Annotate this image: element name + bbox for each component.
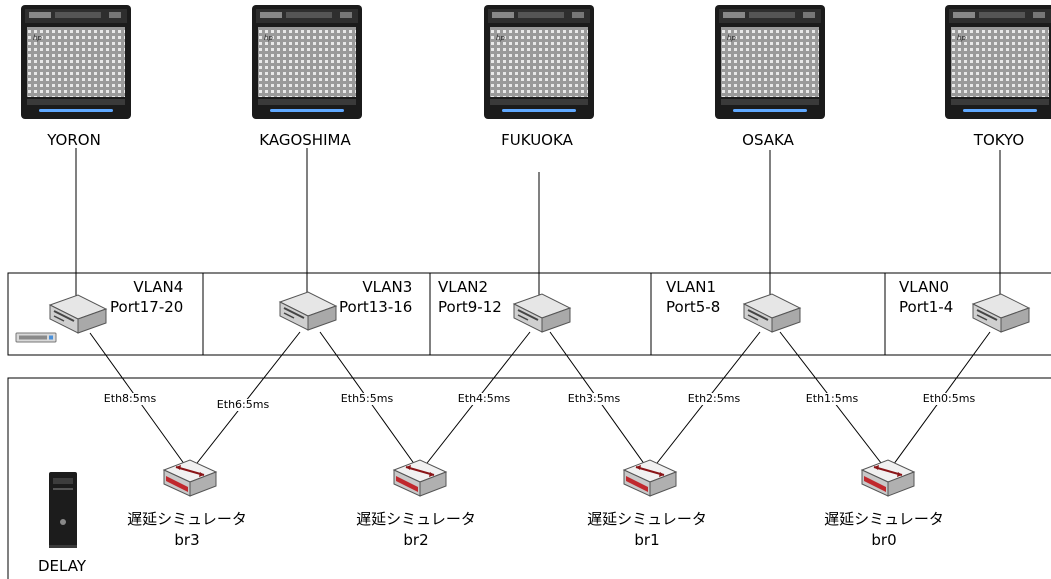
rack-switch-icon	[15, 332, 57, 343]
server-icon	[21, 5, 131, 119]
bridge-icon	[393, 459, 447, 497]
vlan-label-3: VLAN3 Port13-16	[339, 277, 412, 317]
vlan-name: VLAN4	[133, 278, 184, 296]
vlan-ports: Port17-20	[110, 298, 184, 316]
delay-simulator-label-br0: 遅延シミュレータ br0	[824, 509, 944, 551]
server-icon	[945, 5, 1051, 119]
delay-simulator-title: 遅延シミュレータ	[127, 510, 247, 528]
vlan-name: VLAN1	[666, 278, 716, 296]
delay-simulator-title: 遅延シミュレータ	[824, 510, 944, 528]
delay-band	[7, 377, 1051, 579]
vlan-ports: Port5-8	[666, 298, 721, 316]
delay-simulator-title: 遅延シミュレータ	[356, 510, 476, 528]
bridge-name: br1	[634, 531, 660, 549]
vlan-ports: Port1-4	[899, 298, 954, 316]
bridge-icon	[861, 459, 915, 497]
bridge-name: br3	[174, 531, 200, 549]
bridge-name: br2	[403, 531, 429, 549]
vlan-ports: Port13-16	[339, 298, 413, 316]
vlan-label-2: VLAN2 Port9-12	[438, 277, 502, 317]
link-label-eth1: Eth1:5ms	[804, 392, 860, 405]
delay-host-label: DELAY	[38, 557, 86, 575]
link-label-eth4: Eth4:5ms	[456, 392, 512, 405]
link-label-eth5: Eth5:5ms	[339, 392, 395, 405]
vlan-name: VLAN3	[362, 278, 413, 296]
server-label-tokyo: TOKYO	[973, 131, 1025, 149]
uplinks	[75, 148, 1001, 300]
delay-simulator-label-br1: 遅延シミュレータ br1	[587, 509, 707, 551]
delay-simulator-label-br2: 遅延シミュレータ br2	[356, 509, 476, 551]
vlan-ports: Port9-12	[438, 298, 502, 316]
link-label-eth3: Eth3:5ms	[566, 392, 622, 405]
server-label-osaka: OSAKA	[742, 131, 794, 149]
server-icon	[484, 5, 594, 119]
server-label-kagoshima: KAGOSHIMA	[259, 131, 351, 149]
server-icon	[252, 5, 362, 119]
vlan-label-0: VLAN0 Port1-4	[899, 277, 953, 317]
delay-simulator-title: 遅延シミュレータ	[587, 510, 707, 528]
bridge-icon	[623, 459, 677, 497]
bridge-name: br0	[871, 531, 897, 549]
vlan-name: VLAN0	[899, 278, 949, 296]
delay-host-icon	[49, 472, 77, 548]
vlan-name: VLAN2	[438, 278, 488, 296]
link-label-eth6: Eth6:5ms	[215, 398, 271, 411]
link-label-eth0: Eth0:5ms	[921, 392, 977, 405]
delay-simulator-label-br3: 遅延シミュレータ br3	[127, 509, 247, 551]
server-icon	[715, 5, 825, 119]
vlan-label-1: VLAN1 Port5-8	[666, 277, 720, 317]
server-label-yoron: YORON	[47, 131, 101, 149]
bridge-icon	[163, 459, 217, 497]
link-label-eth8: Eth8:5ms	[102, 392, 158, 405]
link-label-eth2: Eth2:5ms	[686, 392, 742, 405]
vlan-label-4: VLAN4 Port17-20	[110, 277, 183, 317]
server-label-fukuoka: FUKUOKA	[501, 131, 573, 149]
